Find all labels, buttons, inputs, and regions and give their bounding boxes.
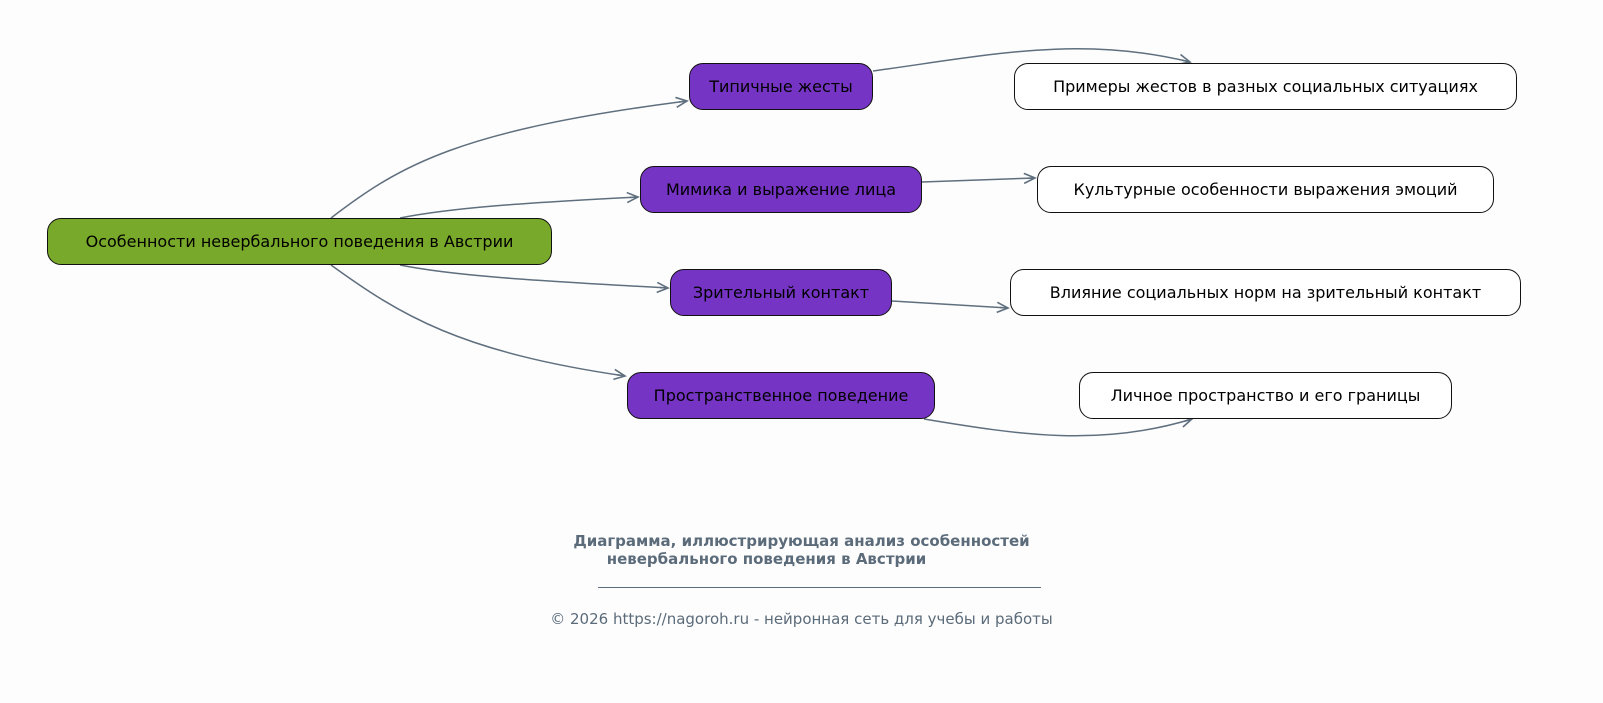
diagram-caption: Диаграмма, иллюстрирующая анализ особенн… <box>0 532 1603 568</box>
edge-root-to-facial <box>399 191 640 219</box>
detail-node-gestures: Примеры жестов в разных социальных ситуа… <box>1014 63 1517 110</box>
edge-root-to-eye-contact <box>399 264 670 294</box>
topic-node-gestures: Типичные жесты <box>689 63 873 110</box>
detail-node-eye-contact: Влияние социальных норм на зрительный ко… <box>1010 269 1521 316</box>
detail-node-space: Личное пространство и его границы <box>1079 372 1452 419</box>
edge-root-to-space <box>330 264 627 381</box>
edge-eye-contact-to-detail <box>891 300 1010 314</box>
edge-facial-to-detail <box>921 172 1037 185</box>
root-node: Особенности невербального поведения в Ав… <box>47 218 552 265</box>
edge-root-to-gestures <box>330 96 689 219</box>
edge-gestures-to-detail <box>872 48 1192 72</box>
caption-line-2: невербального поведения в Австрии <box>606 550 927 568</box>
copyright-text: © 2026 https://nagoroh.ru - нейронная се… <box>550 610 1053 628</box>
caption-divider <box>598 587 1041 588</box>
detail-node-facial: Культурные особенности выражения эмоций <box>1037 166 1494 213</box>
topic-node-space: Пространственное поведение <box>627 372 935 419</box>
edge-space-to-detail <box>923 416 1194 437</box>
caption-line-1: Диаграмма, иллюстрирующая анализ особенн… <box>573 532 1030 550</box>
topic-node-eye-contact: Зрительный контакт <box>670 269 892 316</box>
topic-node-facial: Мимика и выражение лица <box>640 166 922 213</box>
